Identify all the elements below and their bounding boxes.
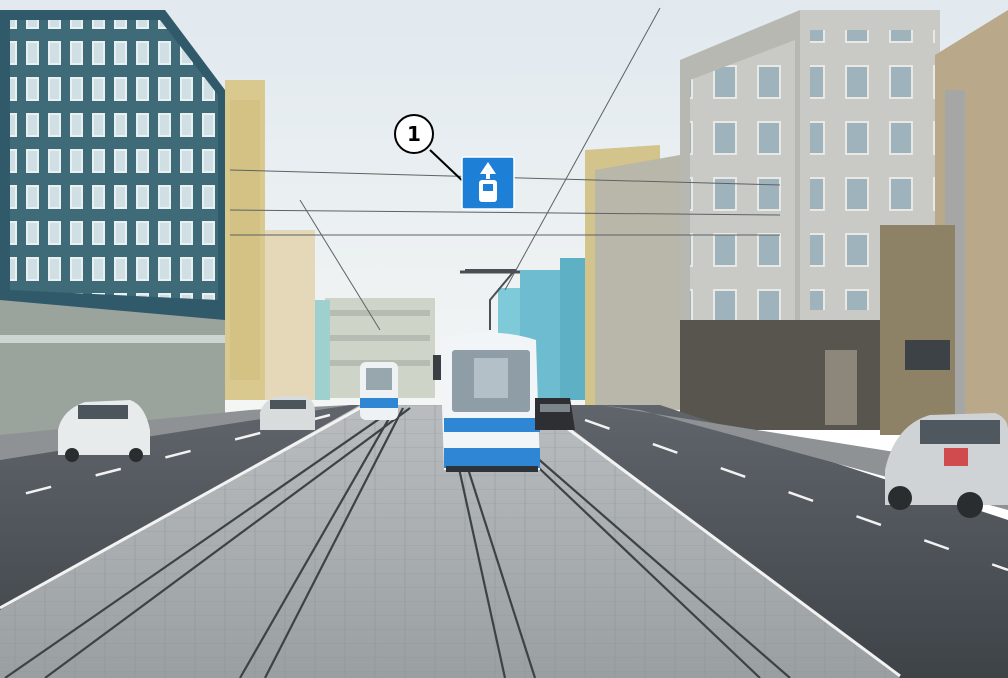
distant-tram — [360, 362, 398, 420]
tram-lane-sign-icon — [461, 156, 515, 210]
dashed-markings — [0, 413, 1008, 572]
tram-rails — [4, 407, 791, 678]
callout-circle — [394, 114, 434, 154]
white-car-left — [58, 400, 150, 462]
main-tram — [433, 269, 540, 472]
white-car-mid — [260, 396, 315, 430]
callout-label: 1 — [407, 122, 421, 146]
dark-car — [535, 398, 575, 430]
silver-car-right — [885, 413, 1008, 518]
overhead-wires — [229, 7, 781, 331]
lane-markings — [0, 406, 901, 678]
right-buildings — [585, 10, 1008, 435]
left-buildings — [0, 10, 315, 440]
